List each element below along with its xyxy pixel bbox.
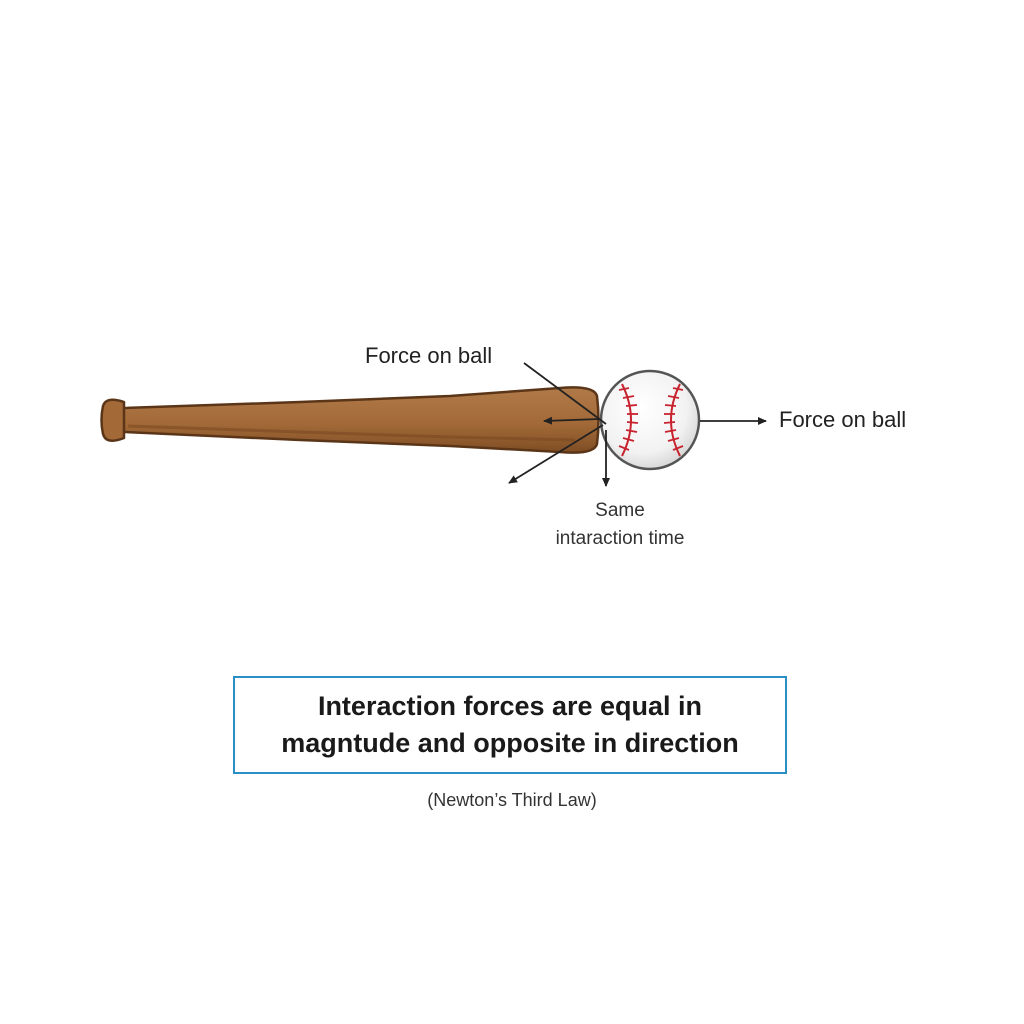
bat-shadow-stripe xyxy=(127,424,576,442)
bat-knob xyxy=(100,398,126,442)
leader-line-top-label xyxy=(523,362,607,425)
force-on-ball-label-top: Force on ball xyxy=(365,343,493,368)
same-interaction-time-label: Same intaraction time xyxy=(520,497,720,553)
principle-line-2: magntude and opposite in direction xyxy=(281,728,739,758)
principle-box: Interaction forces are equal in magntude… xyxy=(233,676,787,774)
same-interaction-time-line-2: intaraction time xyxy=(555,528,685,549)
principle-line-1: Interaction forces are equal in xyxy=(317,691,703,721)
ball-stitches-left xyxy=(618,387,639,451)
baseball-icon xyxy=(599,369,701,471)
baseball-bat-icon xyxy=(100,386,600,454)
bat-body xyxy=(118,386,600,454)
force-arrows xyxy=(508,362,767,487)
force-arrow-on-bat xyxy=(543,416,601,425)
same-interaction-time-line-1: Same xyxy=(595,500,645,521)
ball-body xyxy=(599,369,701,471)
force-on-ball-label-right: Force on ball xyxy=(779,407,907,432)
force-arrow-diagonal xyxy=(508,424,604,484)
ball-stitches-right xyxy=(663,387,684,451)
newtons-third-law-caption: (Newton’s Third Law) xyxy=(427,790,597,810)
